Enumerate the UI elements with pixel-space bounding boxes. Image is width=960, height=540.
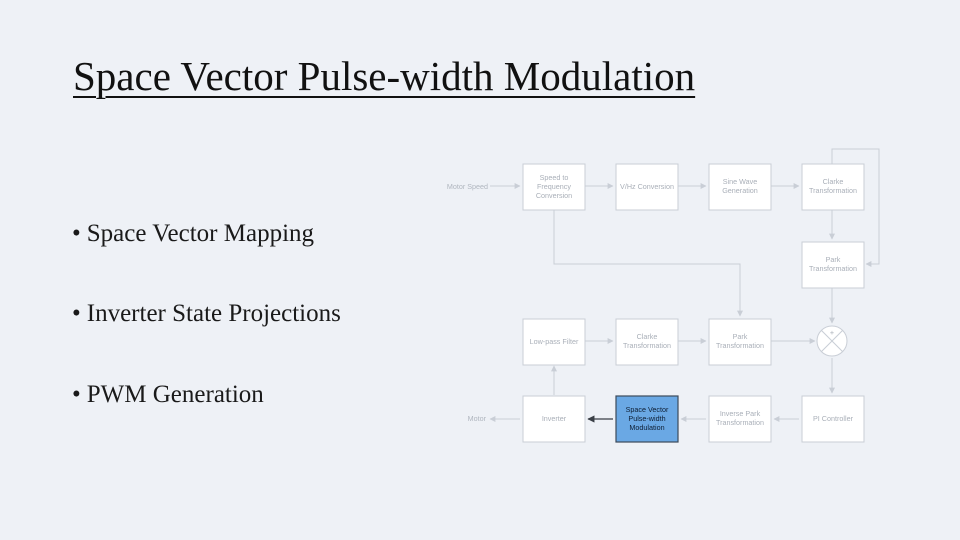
svg-text:Transformation: Transformation xyxy=(716,418,764,427)
svg-text:Generation: Generation xyxy=(722,186,758,195)
summing-junction: + xyxy=(816,325,848,357)
svg-text:Sine Wave: Sine Wave xyxy=(723,177,758,186)
connector-lines xyxy=(489,148,880,423)
svg-text:Speed to: Speed to xyxy=(540,173,569,182)
block-sine-wave-generation: Sine Wave Generation xyxy=(708,163,772,211)
summing-plus-sign: + xyxy=(830,328,834,337)
svg-text:Park: Park xyxy=(826,255,841,264)
block-inverse-park-transformation: Inverse Park Transformation xyxy=(708,395,772,443)
block-clarke-transformation-top: Clarke Transformation xyxy=(801,163,865,211)
svg-text:Transformation: Transformation xyxy=(809,186,857,195)
svg-text:Frequency: Frequency xyxy=(537,182,571,191)
bullet-inverter-state-projections: •Inverter State Projections xyxy=(72,300,341,327)
svg-text:Clarke: Clarke xyxy=(637,332,658,341)
svg-text:Modulation: Modulation xyxy=(629,423,664,432)
svg-text:V/Hz Conversion: V/Hz Conversion xyxy=(620,182,674,191)
svg-text:Transformation: Transformation xyxy=(716,341,764,350)
block-park-transformation-top: Park Transformation xyxy=(801,241,865,289)
svg-text:Park: Park xyxy=(733,332,748,341)
block-low-pass-filter: Low-pass Filter xyxy=(522,318,586,366)
block-inverter: Inverter xyxy=(522,395,586,443)
block-clarke-transformation-mid: Clarke Transformation xyxy=(615,318,679,366)
svg-text:Transformation: Transformation xyxy=(809,264,857,273)
block-park-transformation-mid: Park Transformation xyxy=(708,318,772,366)
svg-text:Conversion: Conversion xyxy=(536,191,572,200)
slide-title: Space Vector Pulse-width Modulation xyxy=(73,53,696,99)
block-space-vector-pwm: Space Vector Pulse-width Modulation xyxy=(615,395,679,443)
svg-text:Clarke: Clarke xyxy=(823,177,844,186)
svg-text:Space Vector: Space Vector xyxy=(626,405,669,414)
bullet-pwm-generation: •PWM Generation xyxy=(72,381,264,408)
input-motor-speed-label: Motor Speed xyxy=(447,182,488,191)
svg-text:Inverter: Inverter xyxy=(542,414,567,423)
svg-text:Pulse-width: Pulse-width xyxy=(628,414,665,423)
block-pi-controller: PI Controller xyxy=(801,395,865,443)
svg-text:PI Controller: PI Controller xyxy=(813,414,854,423)
bullet-space-vector-mapping: •Space Vector Mapping xyxy=(72,220,315,247)
svg-text:Inverse Park: Inverse Park xyxy=(720,409,761,418)
block-speed-to-frequency: Speed to Frequency Conversion xyxy=(522,163,586,211)
block-vf-conversion: V/Hz Conversion xyxy=(615,163,679,211)
svg-text:Low-pass Filter: Low-pass Filter xyxy=(530,337,579,346)
output-motor-label: Motor xyxy=(468,414,487,423)
svg-text:Transformation: Transformation xyxy=(623,341,671,350)
